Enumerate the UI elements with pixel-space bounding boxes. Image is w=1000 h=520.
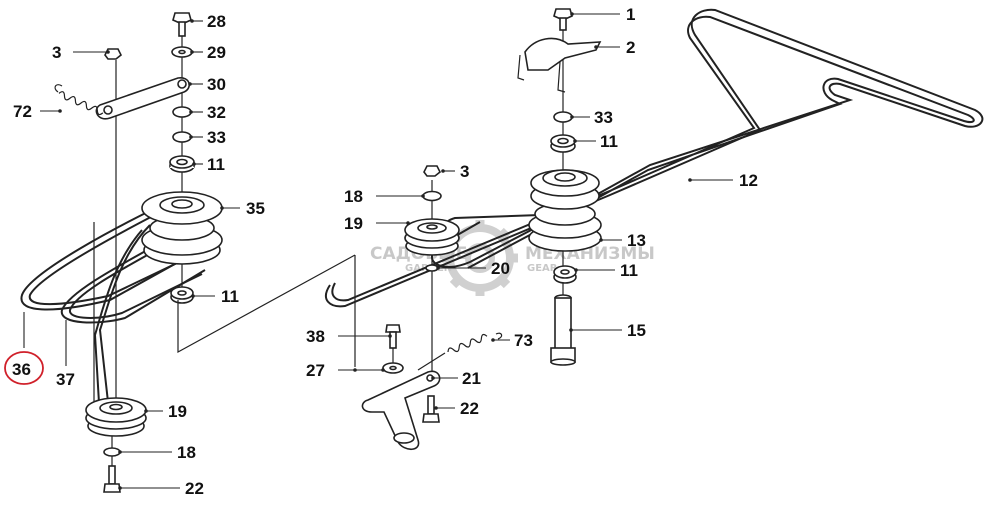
part-19-pulley-left — [85, 397, 147, 437]
callout-36-highlight: 36 — [4, 351, 44, 385]
callout-33-right: 33 — [594, 108, 613, 127]
callout-12: 12 — [739, 171, 758, 190]
part-22-bolt-right — [422, 395, 440, 423]
part-18-washer-left — [103, 447, 121, 457]
leader-lines — [23, 13, 733, 489]
callout-21: 21 — [462, 369, 481, 388]
callout-18-right: 18 — [344, 187, 363, 206]
callout-15: 15 — [627, 321, 646, 340]
callout-13: 13 — [627, 231, 646, 250]
part-32-washer — [172, 106, 192, 118]
part-30-idler-arm — [95, 77, 191, 120]
callout-36: 36 — [12, 360, 31, 379]
part-19-pulley-right — [404, 218, 460, 256]
callout-72: 72 — [13, 102, 32, 121]
callout-27: 27 — [306, 361, 325, 380]
callout-18-left: 18 — [177, 443, 196, 462]
callout-19-right: 19 — [344, 214, 363, 233]
part-3-nut-right — [423, 165, 442, 177]
callout-labels: 28 29 30 32 33 11 35 11 3 72 36 37 19 18… — [4, 5, 758, 498]
callout-19-left: 19 — [168, 402, 187, 421]
part-13-pulley-right — [528, 169, 602, 252]
callout-11-lower-right: 11 — [620, 261, 638, 280]
part-15-spindle — [550, 294, 576, 366]
callout-11-lower-left: 11 — [221, 287, 239, 306]
part-33-washer-left — [172, 131, 192, 143]
callout-22-right: 22 — [460, 399, 479, 418]
part-73-spring — [417, 332, 503, 371]
part-2-belt-guide — [517, 37, 602, 93]
callout-3-left: 3 — [52, 43, 61, 62]
leader-dots — [58, 12, 692, 490]
callout-73: 73 — [514, 331, 533, 350]
part-11-bearing-top-left — [169, 155, 195, 173]
part-35-pulley — [141, 191, 223, 265]
part-11-bearing-top-right — [550, 134, 576, 153]
part-11-bearing-lower-right — [553, 265, 577, 284]
callout-3-right: 3 — [460, 162, 469, 181]
part-22-bolt-left — [103, 465, 121, 493]
part-21-idler-bracket — [361, 370, 441, 451]
part-28-bolt — [172, 12, 192, 37]
callout-28: 28 — [207, 12, 226, 31]
part-1-bolt — [553, 8, 573, 31]
callout-22-left: 22 — [185, 479, 204, 498]
callout-38: 38 — [306, 327, 325, 346]
callout-37: 37 — [56, 370, 75, 389]
part-33-washer-right — [553, 111, 573, 123]
part-18-washer-right — [422, 190, 442, 202]
callout-29: 29 — [207, 43, 226, 62]
callout-33-left: 33 — [207, 128, 226, 147]
callout-11-top-left: 11 — [207, 155, 225, 174]
watermark-right-sub: GEAR — [527, 263, 558, 274]
callout-32: 32 — [207, 103, 226, 122]
callout-35: 35 — [246, 199, 265, 218]
part-72-spring — [54, 84, 104, 116]
callout-2: 2 — [626, 38, 635, 57]
callout-30: 30 — [207, 75, 226, 94]
connector-line — [177, 254, 356, 354]
part-38-bolt — [385, 324, 401, 349]
callout-11-top-right: 11 — [600, 132, 618, 151]
callout-20: 20 — [491, 259, 510, 278]
callout-1: 1 — [626, 5, 635, 24]
part-11-bearing-lower-left — [170, 286, 194, 304]
